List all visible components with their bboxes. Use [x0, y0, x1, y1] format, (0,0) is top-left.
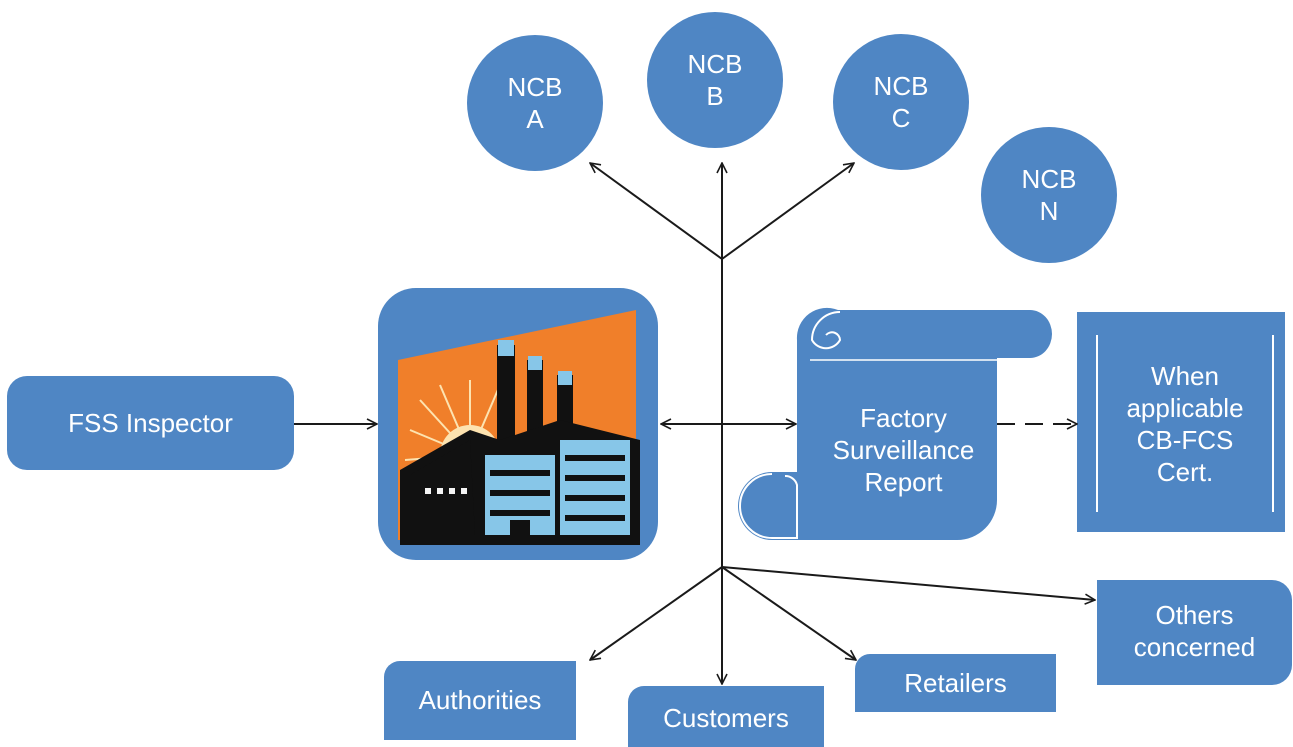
certificate-label: When applicable CB-FCS Cert.: [1099, 344, 1271, 504]
certificate-box: [1077, 312, 1285, 532]
report-label: Factory Surveillance Report: [810, 390, 997, 510]
ncb-b-line1: NCB: [687, 49, 743, 79]
authorities-box: [384, 661, 576, 740]
authorities-label: Authorities: [418, 685, 542, 715]
ncb-c-line2: C: [891, 103, 911, 133]
arrow-to-others: [721, 566, 1095, 600]
report-scroll: [738, 307, 1052, 540]
arrow-to-ncb-c: [721, 163, 854, 260]
report-line2: Surveillance: [832, 435, 975, 465]
fss-inspector-label: FSS Inspector: [68, 408, 233, 438]
ncb-c-line1: NCB: [873, 71, 929, 101]
arrow-to-ncb-a: [590, 163, 723, 260]
certificate-line3: CB-FCS: [1136, 425, 1234, 455]
certificate-line2: applicable: [1126, 393, 1244, 423]
certificate-line1: When: [1151, 361, 1219, 391]
ncb-b-label: NCB B: [647, 48, 783, 112]
report-line1: Factory: [860, 403, 947, 433]
ncb-n-label: NCB N: [981, 163, 1117, 227]
ncb-n-line1: NCB: [1021, 164, 1077, 194]
others-line2: concerned: [1133, 632, 1256, 662]
ncb-b-line2: B: [706, 81, 724, 111]
ncb-b-circle: [647, 12, 783, 148]
ncb-n-circle: [981, 127, 1117, 263]
customers-label: Customers: [663, 703, 789, 733]
report-line3: Report: [864, 467, 943, 497]
ncb-a-line1: NCB: [507, 72, 563, 102]
ncb-a-circle: [467, 35, 603, 171]
ncb-n-line2: N: [1039, 196, 1059, 226]
certificate-line4: Cert.: [1156, 457, 1214, 487]
ncb-a-label: NCB A: [467, 71, 603, 135]
arrow-to-authorities: [590, 566, 723, 660]
others-line1: Others: [1155, 600, 1234, 630]
ncb-c-circle: [833, 34, 969, 170]
others-box: [1097, 580, 1292, 685]
retailers-label: Retailers: [904, 668, 1007, 698]
ncb-a-line2: A: [526, 104, 544, 134]
others-label: Others concerned: [1097, 596, 1292, 666]
ncb-c-label: NCB C: [833, 70, 969, 134]
fss-inspector-box: [7, 376, 294, 470]
factory-icon: [398, 310, 640, 545]
retailers-box: [855, 654, 1056, 712]
customers-box: [628, 686, 824, 747]
arrow-to-retailers: [721, 566, 856, 660]
